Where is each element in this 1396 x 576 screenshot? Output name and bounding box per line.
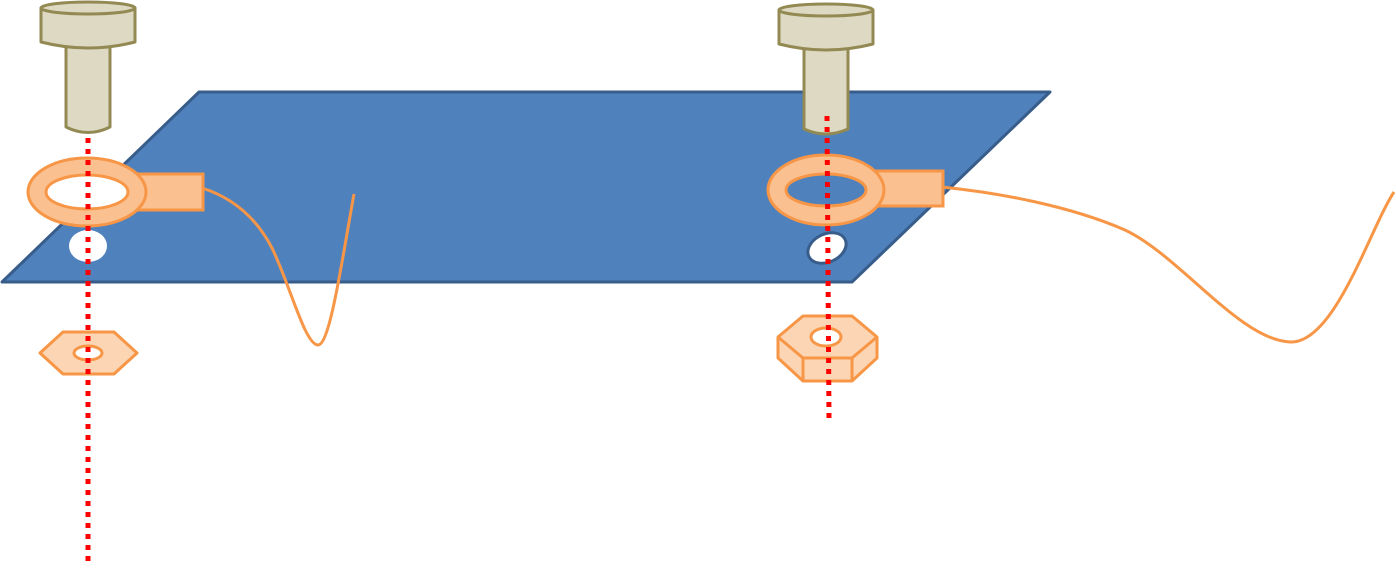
right-plate-hole <box>806 231 848 265</box>
right-terminal-tab <box>874 169 945 208</box>
left-flat-nut-icon <box>38 330 139 376</box>
left-assembly <box>26 0 356 562</box>
right-ring-terminal-icon <box>766 153 886 227</box>
right-axis-line <box>824 115 832 421</box>
left-plate-hole <box>69 230 107 262</box>
left-wire <box>201 186 356 347</box>
left-screw-icon <box>39 0 137 134</box>
right-screw-icon <box>777 2 875 136</box>
right-assembly <box>766 2 1396 421</box>
right-wire <box>941 185 1396 344</box>
